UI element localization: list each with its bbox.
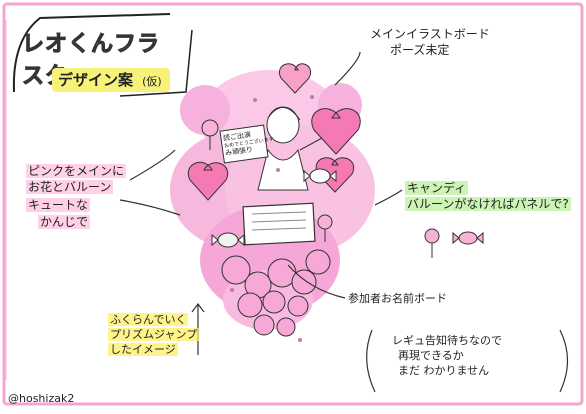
heart-balloon bbox=[187, 161, 229, 201]
left-note-line2: お花とバルーン bbox=[26, 180, 114, 195]
subtitle-note: (仮) bbox=[142, 75, 162, 88]
fluffy-note-line2: プリズムジャンプ bbox=[108, 327, 200, 341]
participant-board bbox=[242, 202, 316, 246]
left-note: ピンクをメインに お花とバルーン キュートな かんじで bbox=[26, 163, 127, 230]
candy-decoration bbox=[211, 168, 484, 248]
heart-balloon bbox=[311, 108, 361, 155]
candy-note: キャンディ バルーンがなければパネルで? bbox=[405, 180, 571, 212]
page-subtitle: デザイン案 bbox=[58, 71, 134, 89]
board-note: メインイラストボード ポーズ未定 bbox=[370, 26, 490, 58]
left-note-line4: かんじで bbox=[38, 214, 91, 229]
left-note-line1: ピンクをメインに bbox=[26, 164, 127, 178]
board-note-line2: ポーズ未定 bbox=[390, 43, 450, 58]
fluffy-note: ふくらんでいく プリズムジャンプ したイメージ bbox=[108, 313, 200, 358]
regulation-note-line1: レギュ告知待ちなので bbox=[392, 334, 502, 347]
page-border bbox=[2, 2, 584, 406]
lollipop-decoration bbox=[201, 119, 440, 258]
candy-note-line1: キャンディ bbox=[405, 181, 469, 195]
regulation-note: レギュ告知待ちなので 再現できるか まだ わかりません bbox=[392, 334, 502, 379]
title-bracket bbox=[12, 13, 171, 93]
pointer-lines bbox=[119, 51, 403, 299]
flower-marks bbox=[230, 95, 314, 342]
character-sign bbox=[219, 124, 269, 164]
artist-credit: @hoshizak2 bbox=[8, 392, 75, 405]
left-note-line3: キュートな bbox=[26, 198, 91, 213]
regulation-note-line2: 再現できるか bbox=[398, 348, 464, 362]
fluffy-note-line3: したイメージ bbox=[108, 342, 178, 356]
board-note-line1: メインイラストボード bbox=[370, 27, 490, 41]
heart-balloon bbox=[278, 63, 312, 94]
subtitle-block: デザイン案 (仮) bbox=[52, 68, 170, 92]
title-block: レオくんフラスタ bbox=[21, 26, 182, 90]
candy-note-line2: バルーンがなければパネルで? bbox=[405, 197, 571, 212]
regulation-note-line3: まだ わかりません bbox=[398, 363, 490, 377]
fluffy-note-line1: ふくらんでいく bbox=[108, 313, 189, 326]
participants-label: 参加者お名前ボード bbox=[348, 292, 447, 305]
regulation-bracket bbox=[366, 329, 569, 393]
character-sketch bbox=[257, 106, 323, 191]
balloon-cluster bbox=[221, 249, 331, 337]
